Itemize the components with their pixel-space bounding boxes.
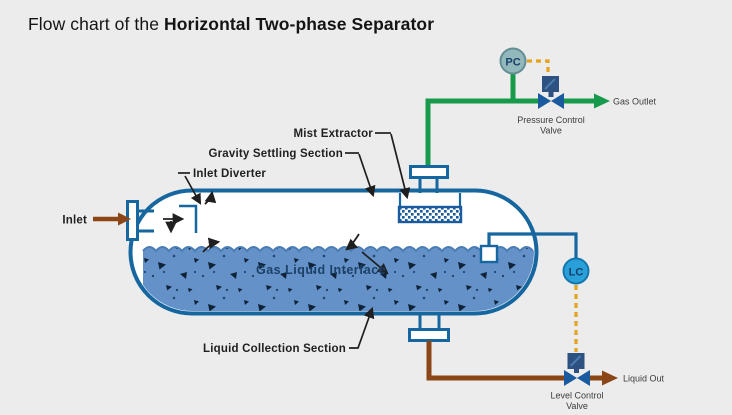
liquid-out-label: Liquid Out — [623, 374, 665, 384]
inlet-diverter-leader — [184, 175, 202, 205]
liquid-collection-label: Liquid Collection Section — [203, 343, 346, 355]
liquid-outlet-nozzle — [408, 313, 450, 342]
inlet-label: Inlet — [62, 215, 87, 227]
pressure-valve-stem — [548, 92, 554, 97]
pc-tag: PC — [505, 57, 520, 69]
gas-outlet-arrow — [594, 93, 610, 109]
level-sensor-float — [479, 244, 499, 264]
interface-leader — [361, 251, 389, 275]
pressure-valve-label-line1: Pressure Control — [517, 115, 585, 125]
liquid-collection-leader — [349, 306, 375, 349]
vessel-outline — [128, 188, 539, 316]
actuator-highlight — [544, 78, 556, 90]
inlet-diverter-label: Inlet Diverter — [193, 168, 266, 180]
inlet-flange — [126, 200, 139, 241]
pc-signal-line — [527, 59, 550, 75]
inlet-diverter-baffle — [179, 204, 198, 233]
inlet-nozzle — [93, 200, 154, 241]
pressure-control-valve: Pressure Control Valve — [517, 76, 585, 136]
flow-arrow-curve-icon — [202, 237, 221, 253]
pressure-valve-label-line2: Valve — [540, 126, 562, 136]
gas-line — [425, 72, 610, 109]
pressure-valve-body-right — [551, 93, 564, 109]
gas-flow-curve-icon — [345, 233, 360, 251]
inlet-arrow-head — [118, 212, 131, 226]
page-title: Flow chart of the Horizontal Two-phase S… — [28, 14, 434, 35]
actuator-highlight-2 — [569, 355, 582, 367]
level-sensor — [479, 232, 578, 264]
gas-outlet-nozzle — [409, 101, 449, 193]
level-valve-label-line2: Valve — [566, 401, 588, 411]
level-sensor-line — [487, 232, 578, 259]
liquid-line — [426, 341, 618, 386]
gravity-settling-label: Gravity Settling Section — [208, 148, 343, 160]
gravity-leader — [358, 153, 376, 198]
separator-vessel — [128, 188, 539, 316]
level-controller: LC — [562, 257, 590, 352]
flow-arrows — [163, 190, 360, 253]
pressure-valve-body-left — [538, 93, 551, 109]
gas-liquid-interface-wave — [142, 246, 534, 253]
lc-instrument-icon — [562, 257, 590, 285]
bottom-nozzle-flange — [408, 328, 450, 342]
pressure-controller: PC — [499, 47, 550, 75]
level-valve-body-right — [577, 370, 590, 386]
mist-extractor-leader — [390, 133, 411, 200]
gas-liquid-interface-label: Gas Liquid Interface — [256, 263, 386, 277]
liquid-out-arrow — [602, 370, 618, 386]
top-nozzle-flange — [409, 165, 449, 179]
flow-arrow-up-icon — [204, 190, 217, 205]
label-leaders — [178, 132, 411, 349]
liquid-phase — [142, 246, 534, 311]
gas-outlet-label: Gas Outlet — [613, 97, 657, 107]
level-valve-body-left — [564, 370, 577, 386]
pc-instrument-icon — [499, 47, 527, 75]
liquid-texture — [143, 247, 534, 311]
lc-tag: LC — [569, 267, 584, 279]
level-valve-label-line1: Level Control — [550, 391, 603, 401]
liquid-outlet-pipe — [426, 341, 565, 381]
mist-extractor-label: Mist Extractor — [294, 128, 374, 140]
mist-extractor-pad — [397, 205, 463, 224]
level-control-valve: Level Control Valve — [550, 353, 604, 411]
level-valve-stem — [574, 369, 579, 373]
title-prefix: Flow chart of the — [28, 14, 165, 34]
title-bold: Horizontal Two-phase Separator — [164, 14, 435, 34]
